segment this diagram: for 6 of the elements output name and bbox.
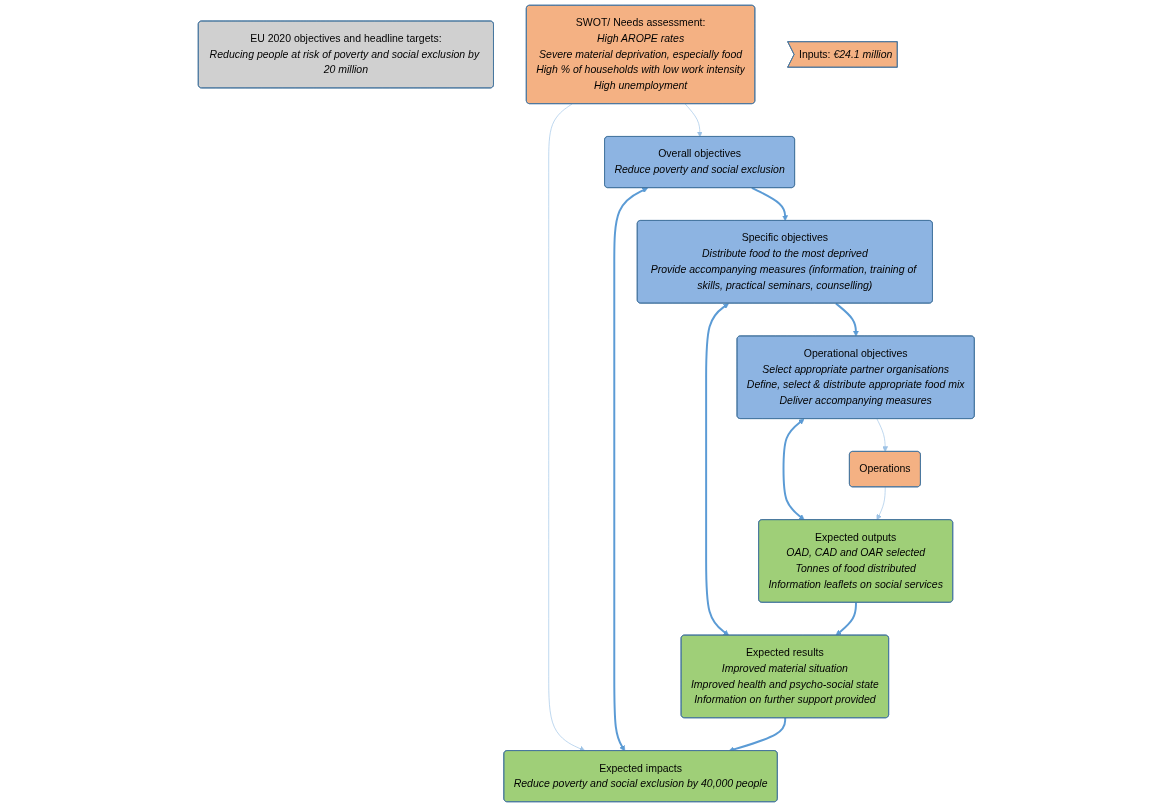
arrow bbox=[834, 302, 859, 337]
arrow bbox=[782, 418, 805, 521]
arrow bbox=[835, 601, 857, 636]
arrow bbox=[750, 187, 788, 222]
arrow bbox=[704, 303, 729, 636]
arrow bbox=[613, 187, 648, 752]
